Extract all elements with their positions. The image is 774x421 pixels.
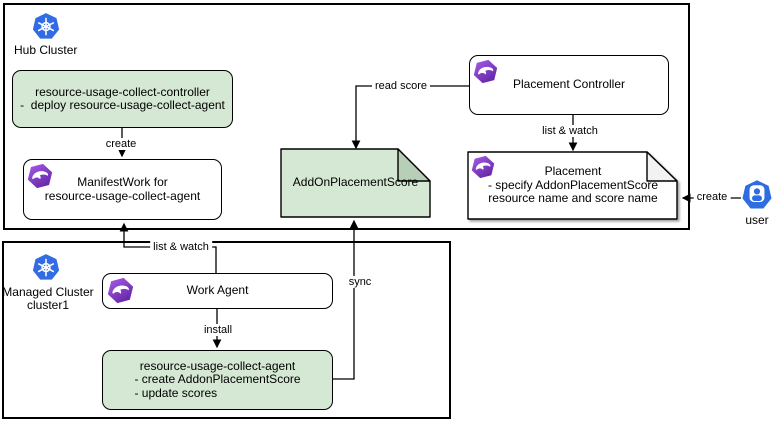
ocm-icon	[27, 163, 53, 189]
ocm-icon	[107, 277, 134, 304]
edge-label-sync: sync	[345, 276, 375, 288]
managed-cluster-label-line1: Managed Cluster	[2, 285, 94, 299]
placement-controller-label: Placement Controller	[512, 77, 626, 92]
agent-box-bullet1: - create AddonPlacementScore	[134, 372, 301, 387]
edge-label-install: install	[200, 324, 236, 336]
managed-cluster-name: cluster1	[26, 298, 70, 312]
placement-title: Placement	[544, 164, 602, 179]
kubernetes-icon	[32, 12, 60, 40]
ocm-icon	[471, 155, 495, 179]
placement-note: Placement - specify AddonPlacementScore …	[467, 151, 679, 220]
resource-usage-collect-controller-box: resource-usage-collect-controller - depl…	[12, 70, 233, 128]
managed-cluster-label: Managed Cluster cluster1	[2, 286, 94, 312]
placement-line3: resource name and score name	[488, 191, 658, 206]
edge-label-user-create: create	[693, 191, 731, 203]
addonplacementscore-note-shape	[280, 148, 431, 218]
controller-box-bullet: - deploy resource-usage-collect-agent	[20, 98, 225, 112]
manifestwork-box: ManifestWork for resource-usage-collect-…	[23, 159, 222, 220]
work-agent-box: Work Agent	[102, 273, 333, 309]
edge-label-create-manifestwork: create	[102, 138, 140, 150]
user-label: user	[745, 213, 769, 227]
controller-box-title: resource-usage-collect-controller	[35, 84, 210, 99]
edge-label-read-score: read score	[372, 80, 430, 92]
ocm-icon	[473, 59, 498, 84]
manifestwork-line1: ManifestWork for	[77, 175, 168, 189]
hub-cluster-label: Hub Cluster	[14, 43, 78, 57]
placement-line2: - specify AddonPlacementScore	[487, 177, 659, 192]
agent-box-bullet2: - update scores	[134, 385, 218, 400]
addonplacementscore-label: AddOnPlacementScore	[292, 175, 419, 190]
resource-usage-collect-agent-box: resource-usage-collect-agent - create Ad…	[102, 350, 333, 410]
edge-label-list-watch-managed: list & watch	[150, 241, 212, 253]
placement-note-shape	[467, 151, 678, 220]
kubernetes-icon	[32, 253, 60, 281]
placement-controller-box: Placement Controller	[469, 55, 669, 115]
edge-label-list-watch-hub: list & watch	[539, 125, 601, 137]
user-icon	[742, 180, 772, 209]
manifestwork-line2: resource-usage-collect-agent	[44, 188, 201, 203]
work-agent-label: Work Agent	[186, 283, 249, 298]
agent-box-title: resource-usage-collect-agent	[139, 358, 296, 373]
